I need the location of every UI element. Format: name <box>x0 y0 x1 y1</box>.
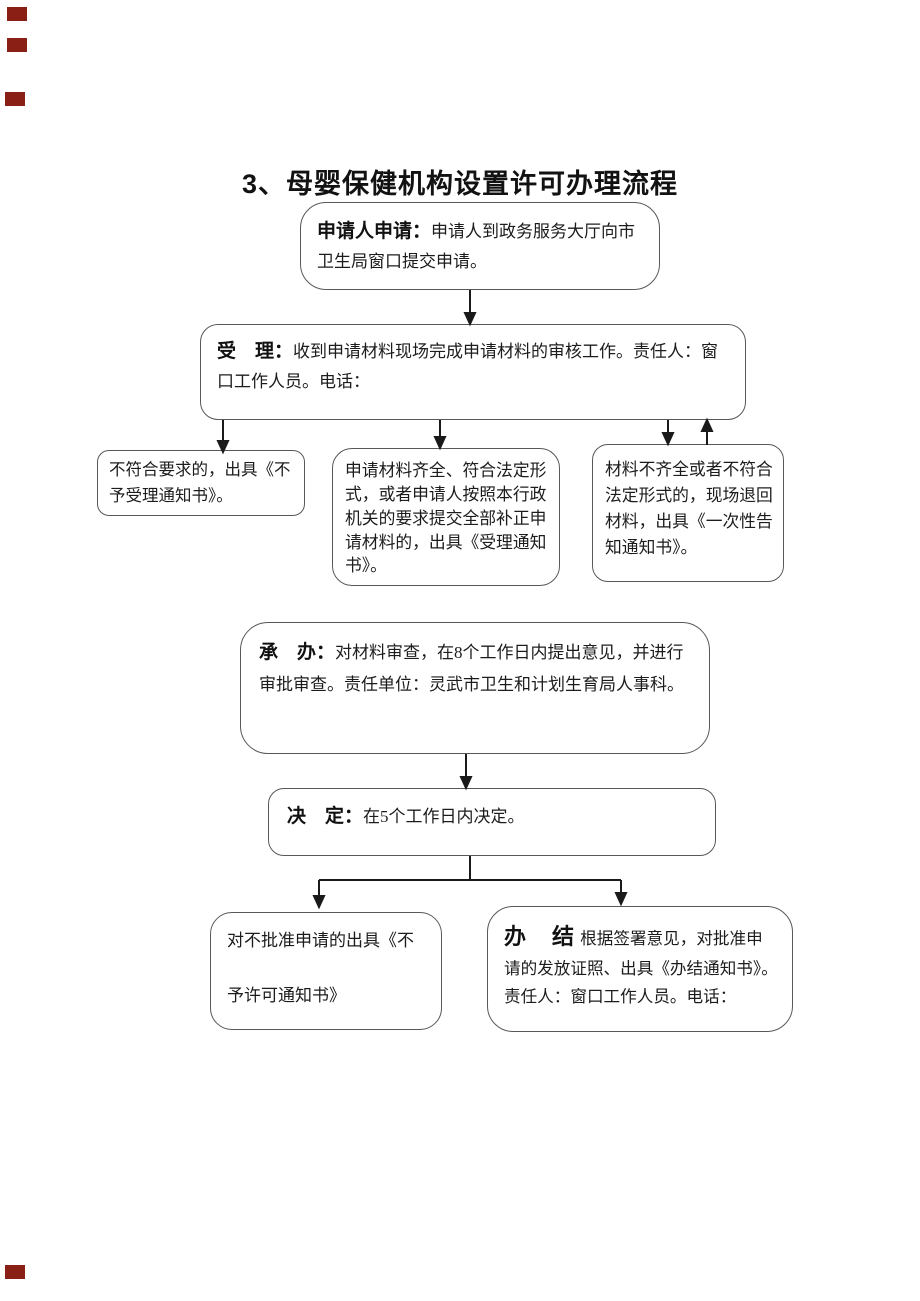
page-title: 3、母婴保健机构设置许可办理流程 <box>241 169 678 199</box>
accept-paragraph: 受 理：收到申请材料现场完成申请材料的审核工作。责任人：窗口工作人员。电话： <box>217 336 729 397</box>
apply-label: 申请人申请： <box>317 221 432 242</box>
decide-box: 决 定：在5个工作日内决定。 <box>268 788 716 856</box>
apply-text: 申请人到政务服务大厅向市卫生局窗口提交申请。 <box>317 222 636 272</box>
decide-paragraph: 决 定：在5个工作日内决定。 <box>287 801 699 833</box>
conclude-box: 办 结 根据签署意见，对批准申请的发放证照、出具《办结通知书》。责任人：窗口工作… <box>487 906 793 1032</box>
apply-paragraph: 申请人申请：申请人到政务服务大厅向市卫生局窗口提交申请。 <box>317 216 643 277</box>
accept-box: 受 理：收到申请材料现场完成申请材料的审核工作。责任人：窗口工作人员。电话： <box>200 324 746 420</box>
return-materials-text: 材料不齐全或者不符合法定形式的，现场退回材料，出具《一次性告知通知书》。 <box>605 460 773 558</box>
arrowhead-down-icon <box>216 440 230 455</box>
deny-text-line1: 对不批准申请的出具《不 <box>227 931 414 950</box>
decide-label: 决 定： <box>287 806 364 827</box>
apply-box: 申请人申请：申请人到政务服务大厅向市卫生局窗口提交申请。 <box>300 202 660 290</box>
accept-notice-text: 申请材料齐全、符合法定形式，或者申请人按照本行政机关的要求提交全部补正申请材料的… <box>345 461 547 576</box>
undertake-box: 承 办：对材料审查，在8个工作日内提出意见，并进行审批审查。责任单位：灵武市卫生… <box>240 622 710 754</box>
reject-notice-box: 不符合要求的，出具《不予受理通知书》。 <box>97 450 305 516</box>
undertake-label: 承 办： <box>259 642 336 663</box>
conclude-paragraph: 办 结 根据签署意见，对批准申请的发放证照、出具《办结通知书》。责任人：窗口工作… <box>504 919 778 1010</box>
arrowhead-down-icon <box>459 776 473 791</box>
accept-label: 受 理： <box>217 341 294 362</box>
red-margin-marker <box>7 38 27 52</box>
conclude-label: 办 结 <box>504 924 577 949</box>
arrowhead-down-icon <box>614 892 628 907</box>
arrowhead-down-icon <box>433 436 447 451</box>
return-materials-box: 材料不齐全或者不符合法定形式的，现场退回材料，出具《一次性告知通知书》。 <box>592 444 784 582</box>
decide-text: 在5个工作日内决定。 <box>363 807 525 826</box>
arrowhead-up-icon <box>700 417 714 432</box>
arrowhead-down-icon <box>312 895 326 910</box>
reject-notice-text: 不符合要求的，出具《不予受理通知书》。 <box>109 460 291 506</box>
red-margin-marker <box>5 92 25 106</box>
undertake-paragraph: 承 办：对材料审查，在8个工作日内提出意见，并进行审批审查。责任单位：灵武市卫生… <box>259 636 693 701</box>
deny-box: 对不批准申请的出具《不 予许可通知书》 <box>210 912 442 1030</box>
red-margin-marker <box>5 1265 25 1279</box>
deny-text-line2: 予许可通知书》 <box>227 985 346 1005</box>
accept-text: 收到申请材料现场完成申请材料的审核工作。责任人：窗口工作人员。电话： <box>217 342 719 392</box>
accept-notice-box: 申请材料齐全、符合法定形式，或者申请人按照本行政机关的要求提交全部补正申请材料的… <box>332 448 560 586</box>
red-margin-marker <box>7 7 27 21</box>
conclude-text: 根据签署意见，对批准申请的发放证照、出具《办结通知书》。责任人：窗口工作人员。电… <box>504 929 778 1006</box>
arrowhead-down-icon <box>661 432 675 447</box>
undertake-text: 对材料审查，在8个工作日内提出意见，并进行审批审查。责任单位：灵武市卫生和计划生… <box>259 643 684 695</box>
arrowhead-down-icon <box>463 312 477 327</box>
